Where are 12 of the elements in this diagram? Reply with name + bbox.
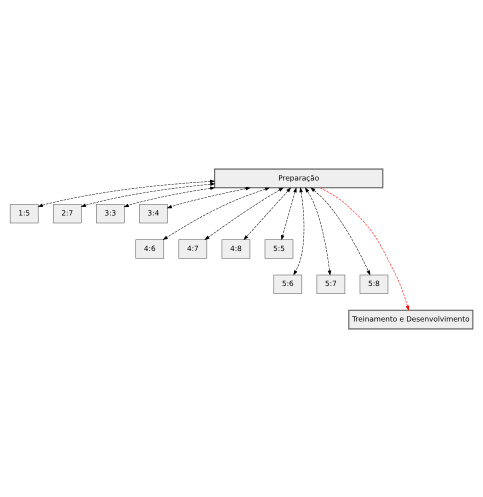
arrow [320,187,410,310]
arrow [204,186,284,240]
arrow [304,186,332,276]
arrow [293,186,304,275]
arrow [124,186,216,207]
arrow [166,186,252,208]
arrow [162,186,270,240]
arrow [310,186,370,276]
arrow [280,186,297,240]
arrow [80,182,216,206]
arrow [243,186,292,240]
arrow [38,179,216,206]
